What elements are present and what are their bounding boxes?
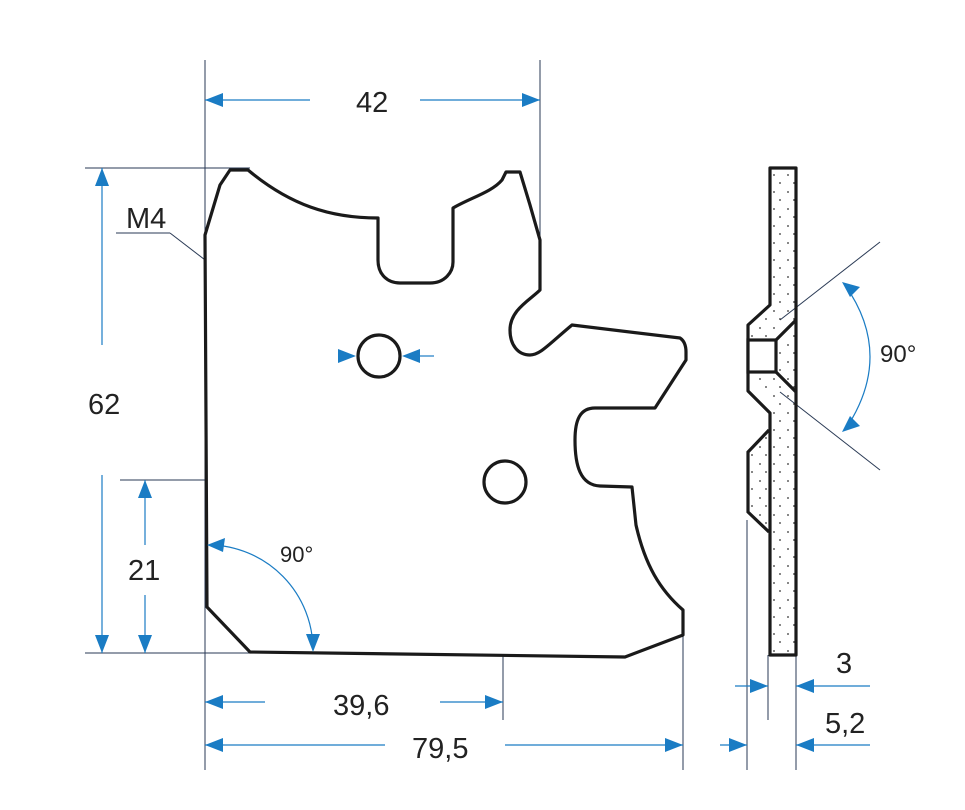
dim-height: 62 [88,389,120,421]
m4-thread-hole [356,333,402,379]
lower-hole [482,459,528,505]
dim-top-width: 42 [356,87,388,119]
dim-plate-thickness: 3 [836,648,852,680]
side-angle-label: 90° [880,341,916,368]
dim-hole-height: 21 [128,555,160,587]
dimension-lines [95,93,871,752]
dim-hole-offset: 39,6 [333,690,389,722]
corner-angle-label: 90° [280,542,313,567]
part-front-view [203,168,688,659]
thread-label: M4 [126,203,166,235]
dim-total-thickness: 5,2 [825,708,865,740]
part-side-view [746,166,798,657]
dim-total-width: 79,5 [412,733,468,765]
